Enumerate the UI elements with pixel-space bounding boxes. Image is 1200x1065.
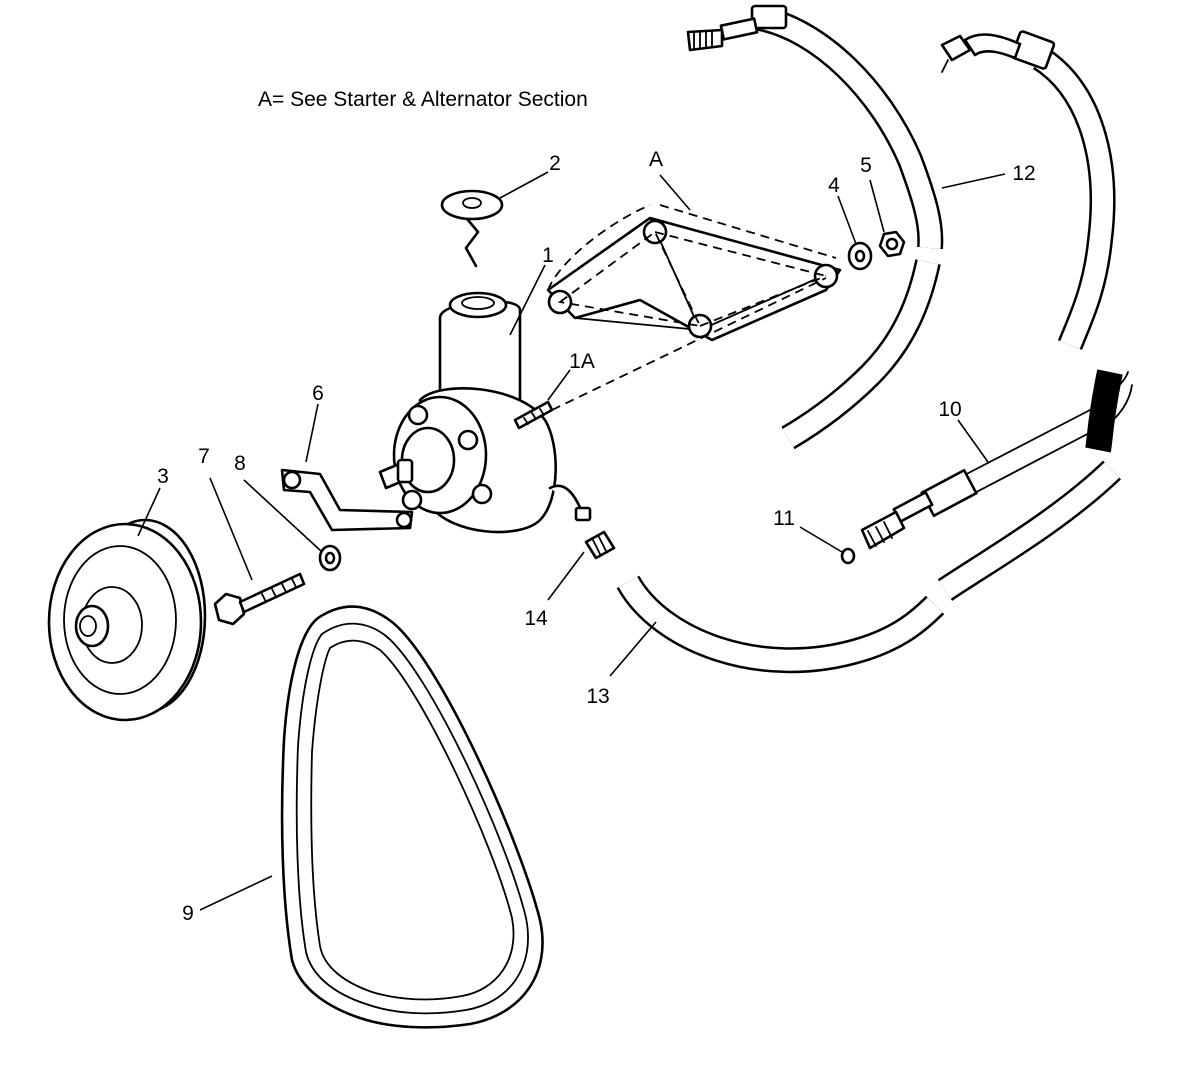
stud-alignment-line (551, 277, 827, 411)
drive-belt-9 (280, 605, 544, 1029)
callout-1: 1 (542, 244, 554, 267)
callout-4: 4 (828, 174, 840, 197)
callout-7: 7 (198, 445, 210, 468)
hose-13 (616, 460, 1122, 674)
pulley-3 (47, 518, 207, 722)
mounting-bracket (546, 204, 842, 342)
callout-9: 9 (182, 902, 194, 925)
callout-14: 14 (524, 607, 548, 630)
callout-2: 2 (549, 152, 561, 175)
leader-lines (137, 171, 1006, 911)
callout-12: 12 (1012, 162, 1035, 185)
callout-10: 10 (938, 398, 961, 421)
callout-a: A (649, 148, 663, 171)
callout-5: 5 (860, 154, 872, 177)
brace-6 (280, 468, 414, 532)
hose-12 (686, 4, 944, 450)
nut-5 (878, 230, 906, 258)
filler-cap-2 (440, 189, 504, 268)
power-steering-pump-1 (378, 291, 592, 534)
hose-10 (860, 371, 1133, 550)
callout-11: 11 (773, 507, 795, 530)
hose-right-upper (940, 30, 1123, 453)
lock-washer-8 (318, 544, 342, 572)
o-ring-11 (840, 547, 856, 565)
bolt-7 (213, 572, 306, 626)
callout-8: 8 (234, 452, 246, 475)
section-reference-note: A= See Starter & Alternator Section (258, 88, 588, 111)
callout-6: 6 (312, 382, 324, 405)
fitting-14 (584, 530, 616, 560)
callout-1a: 1A (569, 350, 595, 373)
washer-4 (847, 241, 873, 271)
callout-13: 13 (586, 685, 609, 708)
callout-3: 3 (157, 465, 169, 488)
